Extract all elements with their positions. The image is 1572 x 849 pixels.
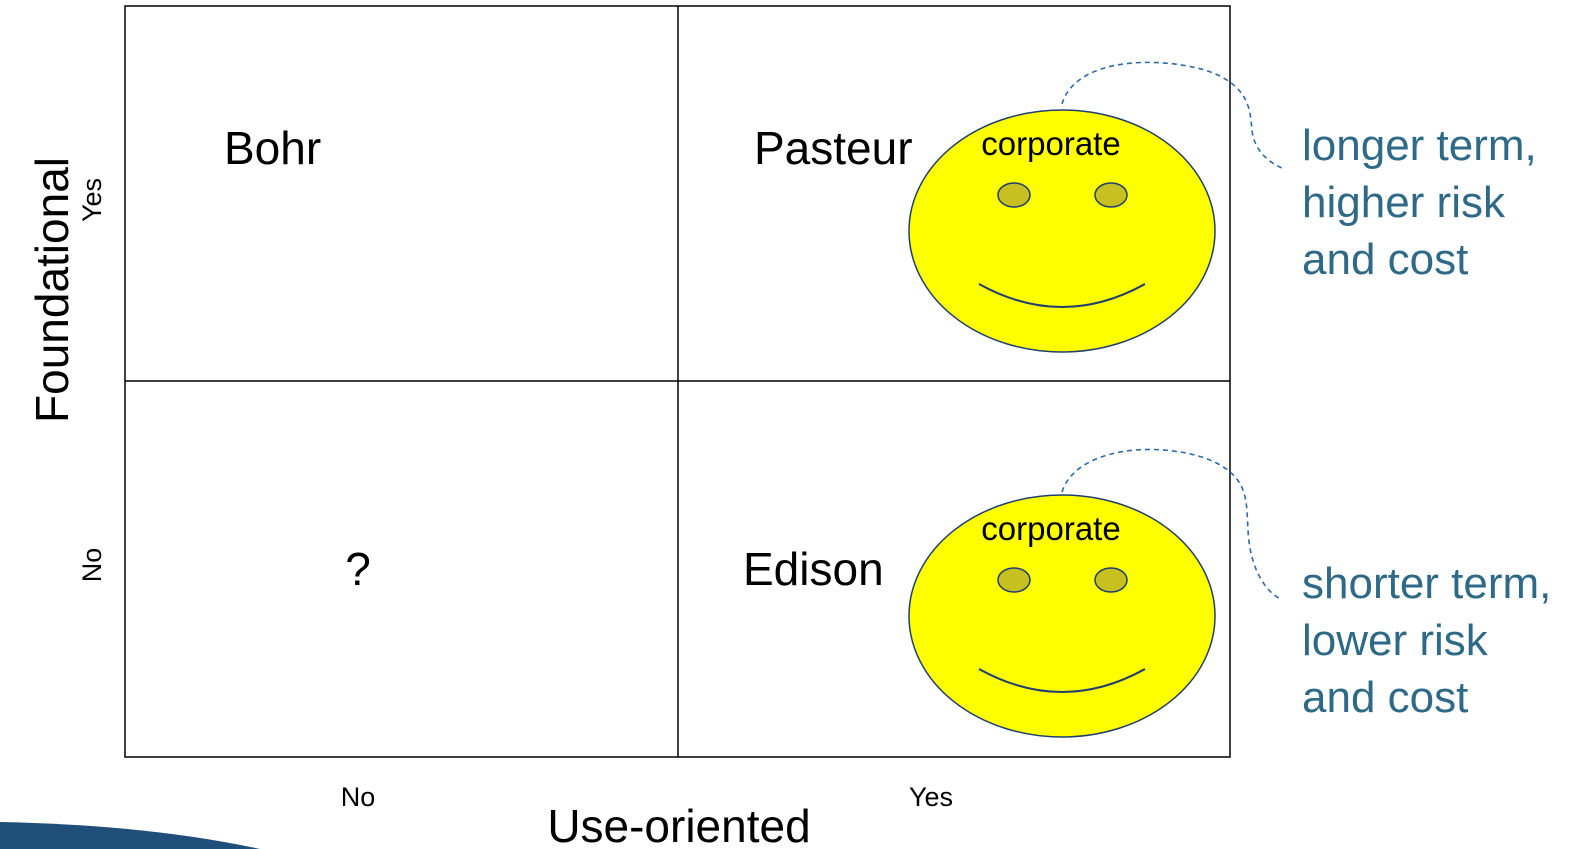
decorative-bottom-bar <box>0 822 260 849</box>
y-tick-yes: Yes <box>77 178 107 222</box>
note-shorter-term: shorter term, lower risk and cost <box>1302 559 1552 722</box>
smiley-face-top: corporate <box>908 109 1216 353</box>
smile-mouth <box>978 283 1146 308</box>
note-longer-term: longer term, higher risk and cost <box>1302 121 1537 284</box>
quadrant-label-unknown: ? <box>345 543 371 595</box>
x-tick-yes: Yes <box>909 782 953 812</box>
left-eye <box>997 567 1031 593</box>
y-tick-no: No <box>77 548 107 583</box>
quadrant-label-edison: Edison <box>743 543 884 595</box>
smiley-face-bottom: corporate <box>908 494 1216 738</box>
dashed-connector-top <box>1061 61 1283 169</box>
face-label: corporate <box>981 510 1120 547</box>
y-axis-title: Foundational <box>26 157 78 423</box>
right-eye <box>1094 182 1128 208</box>
face-label: corporate <box>981 125 1120 162</box>
left-eye <box>997 182 1031 208</box>
smile-mouth <box>978 668 1146 693</box>
x-axis-title: Use-oriented <box>547 800 810 849</box>
dashed-connector-bottom <box>1061 448 1283 601</box>
face-circle <box>908 109 1216 353</box>
face-circle <box>908 494 1216 738</box>
right-eye <box>1094 567 1128 593</box>
quadrant-label-pasteur: Pasteur <box>754 122 913 174</box>
quadrant-label-bohr: Bohr <box>224 122 321 174</box>
x-tick-no: No <box>341 782 376 812</box>
